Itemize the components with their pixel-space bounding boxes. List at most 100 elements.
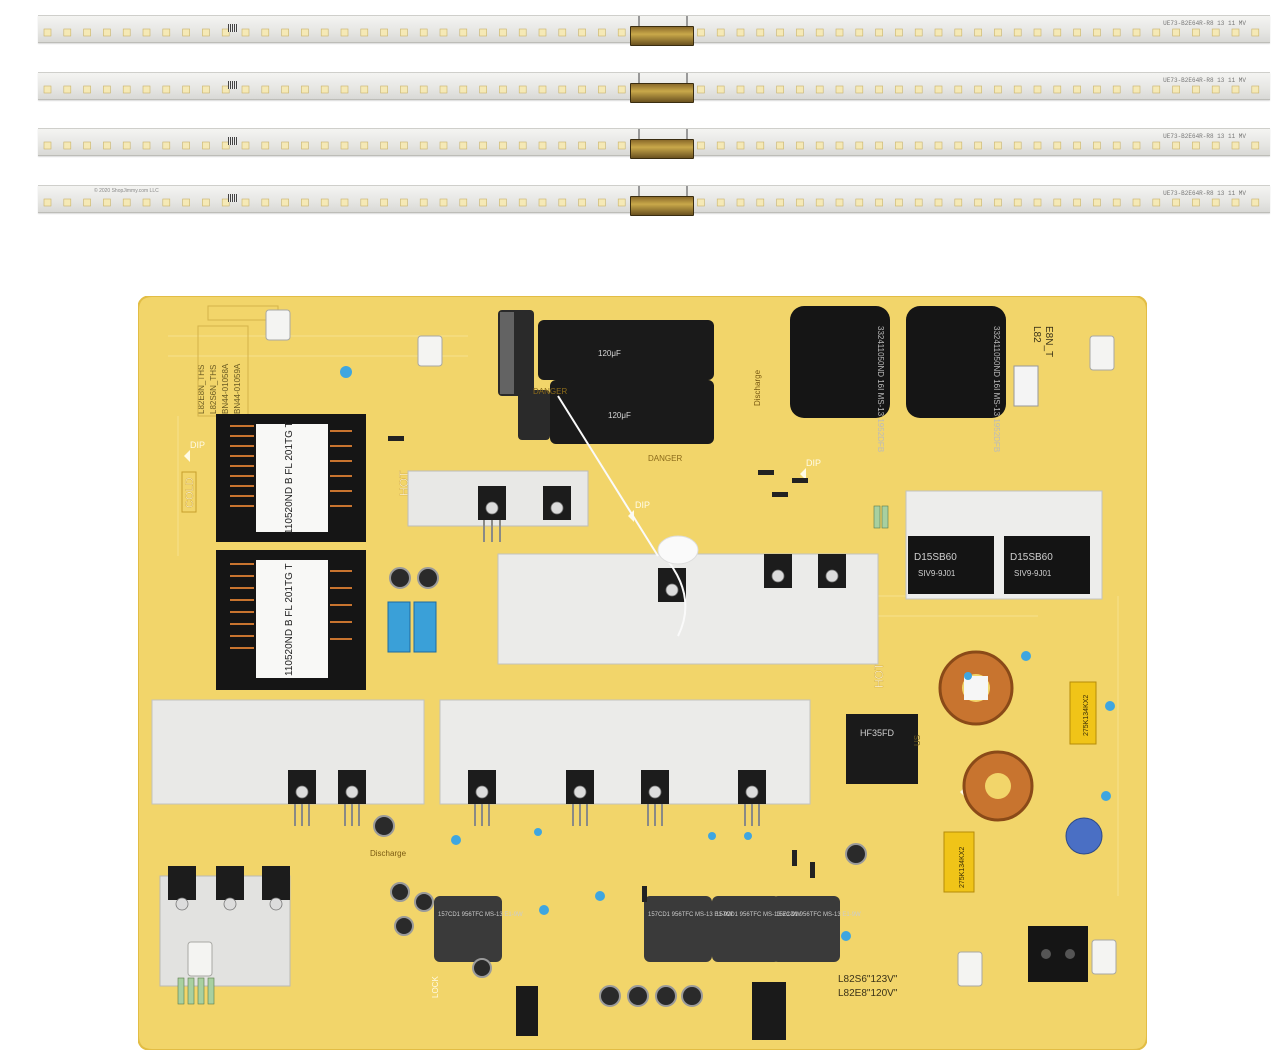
led-chip (538, 198, 547, 207)
led-chip (459, 141, 468, 150)
led-chip (914, 85, 923, 94)
electrolytic-cap-top-1: 120μF (498, 310, 714, 396)
led-chip (697, 198, 705, 207)
led-chip (439, 28, 448, 37)
led-chip (281, 85, 289, 94)
strip-lead (638, 73, 688, 85)
led-chip (221, 28, 230, 37)
strip-lead (638, 129, 688, 141)
led-chip (895, 85, 903, 94)
part-left-2: BN44-01059A (233, 363, 242, 414)
led-chip (518, 141, 527, 150)
svg-text:DIP: DIP (190, 440, 205, 450)
svg-text:HOT: HOT (872, 662, 886, 688)
led-chip (479, 141, 487, 150)
led-chip (1093, 198, 1101, 207)
led-chip (360, 85, 369, 94)
svg-text:LOCK: LOCK (431, 976, 440, 998)
led-chip (202, 198, 210, 207)
led-chip (1033, 141, 1042, 150)
led-chip (697, 141, 705, 150)
led-chip (380, 28, 388, 37)
led-chip (796, 28, 804, 37)
led-chip (499, 141, 507, 150)
part-left: BN44-01058A (221, 363, 230, 414)
x-cap-1: 275K134KX2 (1069, 681, 1097, 745)
led-chip (1172, 28, 1180, 37)
led-chip (1192, 141, 1200, 150)
led-chip (459, 85, 468, 94)
led-chip (558, 85, 567, 94)
led-chip (439, 198, 448, 207)
led-chip (162, 85, 171, 94)
led-chip (1211, 141, 1220, 150)
strip-lead (638, 186, 688, 198)
led-chip (815, 141, 824, 150)
svg-text:DANGER: DANGER (648, 454, 682, 463)
led-chip (83, 141, 91, 150)
led-chip (1211, 198, 1220, 207)
bridge-rectifier-1: D15SB60 SIV9-9J01 (908, 536, 994, 594)
led-strip-4: UE73-B2E64R-R8 13 11 MV © 2020 ShopJimmy… (38, 185, 1270, 216)
led-chip (954, 141, 963, 150)
led-chip (1053, 85, 1062, 94)
led-chip (281, 141, 289, 150)
led-chip (1053, 198, 1062, 207)
led-chip (736, 85, 745, 94)
led-chip (736, 28, 745, 37)
led-chip (1152, 28, 1161, 37)
svg-text:DIP: DIP (806, 458, 821, 468)
power-supply-board: L82E8N_THS L82S6N_THS BN44-01058A BN44-0… (138, 296, 1147, 1050)
led-chip (241, 141, 250, 150)
led-chip (578, 85, 586, 94)
led-chip (974, 141, 982, 150)
svg-text:SIV9-9J01: SIV9-9J01 (918, 569, 956, 578)
discharge-label: Discharge Discharge (370, 369, 762, 858)
power-inductor-group: 157CD1 956TFC MS-13 E1-9W 157CD1 956TFC … (434, 896, 861, 962)
led-chip (459, 198, 468, 207)
led-chip (855, 85, 864, 94)
svg-text:332411050ND 16I MS-13 1952DFB: 332411050ND 16I MS-13 1952DFB (876, 326, 885, 452)
led-chip (1073, 85, 1081, 94)
led-chip (716, 141, 725, 150)
led-chip (241, 85, 250, 94)
cold-label: COLD (181, 471, 197, 513)
led-chip (499, 28, 507, 37)
led-chip (1231, 85, 1240, 94)
led-chip (83, 28, 91, 37)
led-chip (1211, 85, 1220, 94)
led-chip (1053, 141, 1062, 150)
barcode-icon (228, 194, 238, 202)
transformer-2-label: 110520ND B FL 201TG T (284, 563, 295, 676)
led-chip (974, 198, 982, 207)
led-chip (1093, 85, 1101, 94)
led-chip (895, 198, 903, 207)
led-chip (142, 141, 151, 150)
led-chip (835, 85, 844, 94)
led-chip (776, 141, 784, 150)
svg-text:COLD: COLD (184, 477, 196, 508)
led-chip (518, 28, 527, 37)
led-chip (815, 198, 824, 207)
led-chip (1172, 198, 1180, 207)
led-chip (1132, 198, 1141, 207)
svg-text:HF35FD: HF35FD (860, 728, 895, 738)
ul-mark: US (913, 735, 922, 746)
led-chip (281, 28, 289, 37)
led-chip (419, 28, 428, 37)
led-chip (1152, 198, 1161, 207)
led-chip (1251, 28, 1260, 37)
led-chip (400, 85, 408, 94)
led-chip (558, 141, 567, 150)
pcb (138, 296, 1147, 1050)
small-cap-group (373, 567, 867, 1007)
bridge-rectifier-2: D15SB60 SIV9-9J01 (1004, 536, 1090, 594)
led-chip (855, 198, 864, 207)
part-label-block: L82E8N_THS L82S6N_THS BN44-01058A BN44-0… (197, 363, 242, 414)
led-chip (914, 141, 923, 150)
strip-connector (630, 139, 694, 159)
led-chip (360, 141, 369, 150)
led-chip (815, 85, 824, 94)
led-chip (320, 198, 329, 207)
led-chip (182, 28, 190, 37)
